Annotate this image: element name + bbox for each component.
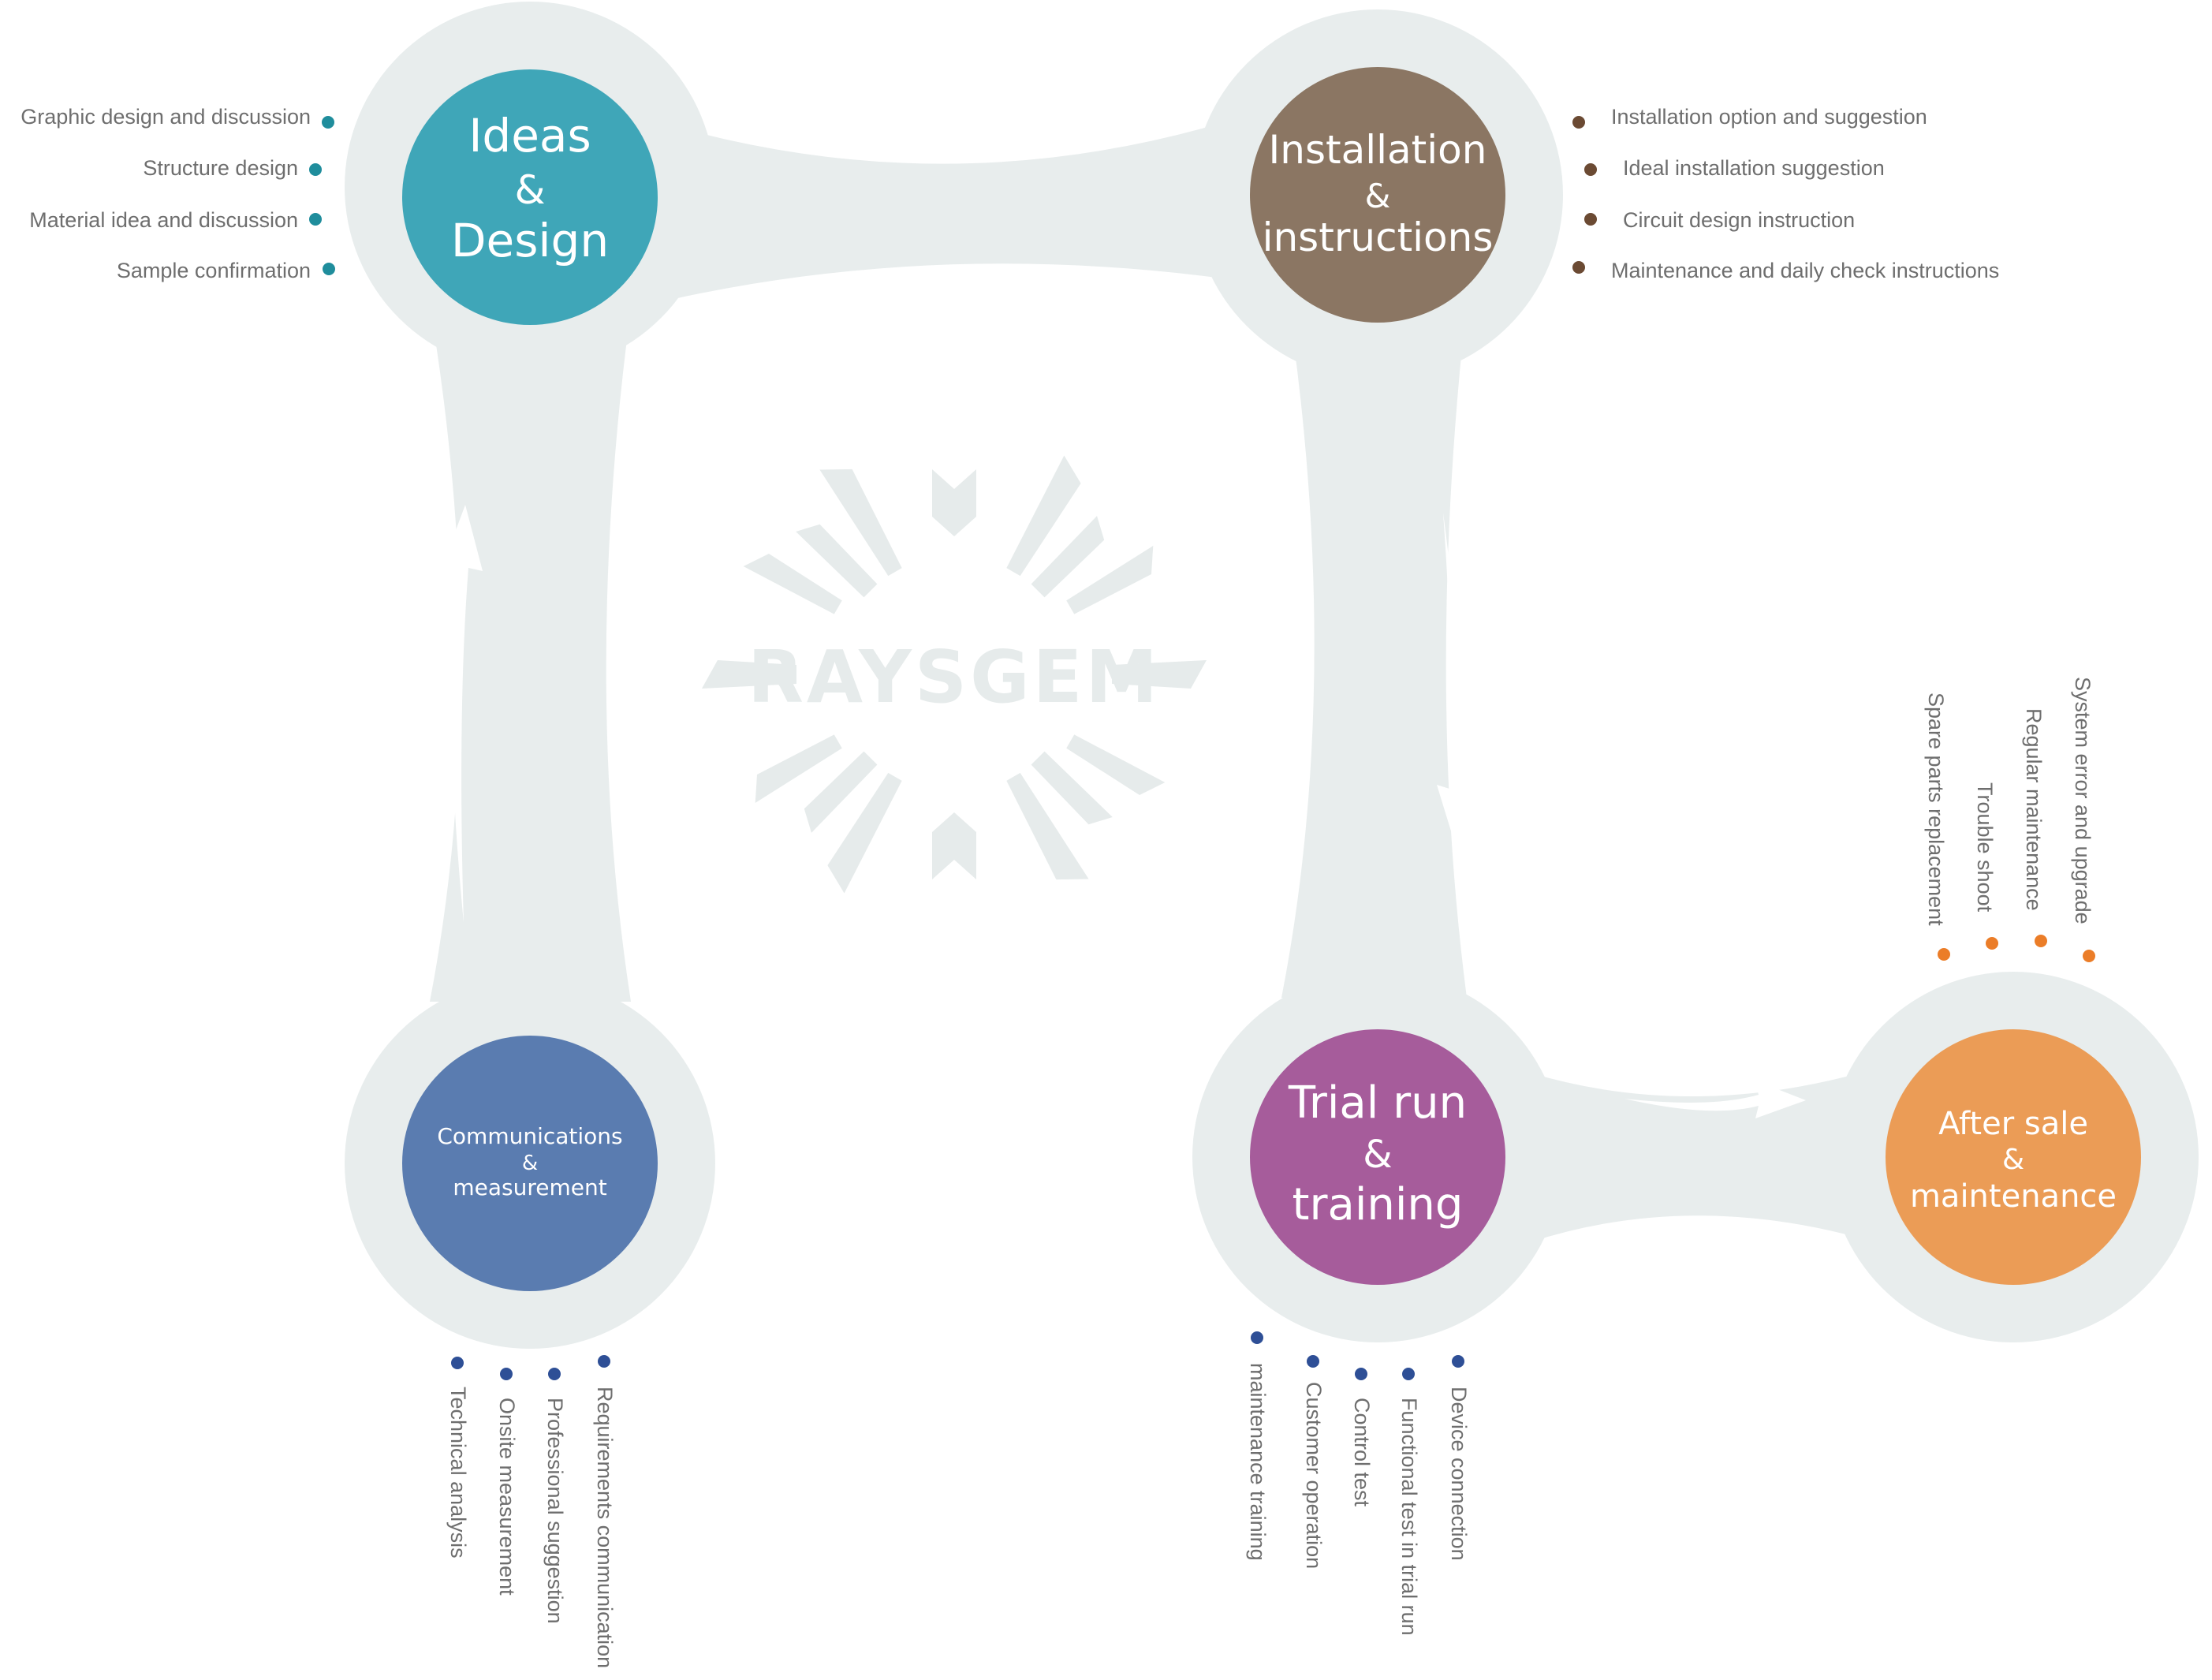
communications-bullet-3 [548, 1368, 561, 1380]
trial-item-1: maintenance training [1246, 1363, 1270, 1561]
aftersale-item-3: Regular maintenance [2022, 708, 2046, 911]
ideas-item-4: Sample confirmation [117, 259, 311, 282]
aftersale-bullet-3 [2035, 935, 2047, 947]
arrow-up-left [440, 505, 483, 923]
installation-item-4: Maintenance and daily check instructions [1611, 259, 1999, 282]
aftersale-title-line2: & [2002, 1144, 2024, 1176]
installation-item-1: Installation option and suggestion [1611, 105, 1927, 129]
communications-title-line3: measurement [453, 1174, 606, 1200]
installation-title-line3: instructions [1263, 215, 1494, 260]
arrow-right-top [812, 109, 1100, 150]
trial-item-3: Control test [1350, 1398, 1374, 1507]
stage-communications[interactable]: Communications & measurement [402, 1036, 658, 1291]
trial-item-5: Device connection [1447, 1387, 1471, 1561]
ideas-bullet-2 [309, 163, 322, 176]
aftersale-bullet-4 [2083, 950, 2095, 962]
communications-item-1: Technical analysis [446, 1387, 470, 1559]
ideas-title-line1: Ideas [468, 109, 591, 162]
aftersale-bullet-2 [1986, 937, 1998, 950]
installation-bullet-3 [1584, 213, 1597, 226]
logo-text: RAYSGEM [748, 635, 1161, 719]
installation-bullet-2 [1584, 163, 1597, 176]
trial-bullet-5 [1452, 1355, 1464, 1368]
logo-burst [702, 455, 1207, 894]
communications-item-3: Professional suggestion [543, 1398, 567, 1624]
aftersale-title-line1: After sale [1938, 1106, 2088, 1142]
communications-list: Technical analysis Onsite measurement Pr… [446, 1355, 617, 1668]
trial-bullet-1 [1251, 1331, 1263, 1344]
aftersale-item-1: Spare parts replacement [1924, 693, 1948, 926]
installation-bullet-4 [1572, 261, 1585, 274]
communications-item-4: Requirements communication [593, 1387, 617, 1668]
communications-item-2: Onsite measurement [495, 1398, 519, 1596]
installation-bullet-1 [1572, 116, 1585, 129]
trial-bullet-3 [1355, 1368, 1367, 1380]
communications-title-line2: & [522, 1152, 538, 1175]
installation-list: Installation option and suggestion Ideal… [1572, 105, 1999, 282]
connector-bottom-right [1530, 1073, 1861, 1242]
installation-item-3: Circuit design instruction [1623, 208, 1855, 232]
flow-arrows [440, 109, 1806, 1118]
ideas-bullet-4 [323, 263, 335, 275]
ideas-bullet-1 [322, 116, 334, 129]
ideas-bullet-3 [309, 213, 322, 226]
ideas-item-2: Structure design [143, 156, 298, 180]
aftersale-bullet-1 [1938, 948, 1950, 961]
installation-title-line2: & [1365, 177, 1391, 215]
ideas-list: Graphic design and discussion Structure … [21, 105, 335, 282]
trial-bullet-4 [1402, 1368, 1415, 1380]
aftersale-item-2: Trouble shoot [1973, 782, 1997, 913]
connector-left [430, 339, 631, 1002]
arrow-right-bottom [1624, 1081, 1806, 1118]
ideas-circle [402, 69, 658, 325]
stage-trial[interactable]: Trial run & training [1250, 1029, 1505, 1285]
communications-title-line1: Communications [437, 1123, 622, 1149]
installation-item-2: Ideal installation suggestion [1623, 156, 1885, 180]
trial-item-4: Functional test in trial run [1397, 1398, 1421, 1636]
communications-circle [402, 1036, 658, 1291]
aftersale-item-4: System error and upgrade [2071, 677, 2094, 924]
ideas-item-1: Graphic design and discussion [21, 105, 311, 129]
installation-circle [1250, 67, 1505, 323]
stage-aftersale[interactable]: After sale & maintenance [1886, 1029, 2141, 1285]
communications-bullet-4 [598, 1355, 610, 1368]
installation-title-line1: Installation [1269, 127, 1487, 173]
trial-circle [1250, 1029, 1505, 1285]
trial-item-2: Customer operation [1302, 1382, 1326, 1569]
ideas-title-line3: Design [451, 214, 609, 267]
ideas-title-line2: & [515, 167, 546, 213]
stage-ideas[interactable]: Ideas & Design [402, 69, 658, 325]
aftersale-circle [1886, 1029, 2141, 1285]
aftersale-list: Spare parts replacement Trouble shoot Re… [1924, 677, 2095, 962]
arrow-down-right [1437, 513, 1475, 844]
aftersale-title-line3: maintenance [1910, 1178, 2117, 1215]
connector-right [1281, 339, 1467, 998]
trial-title-line3: training [1293, 1179, 1464, 1230]
trial-bullet-2 [1307, 1355, 1319, 1368]
communications-bullet-1 [451, 1357, 464, 1369]
trial-title-line2: & [1363, 1133, 1392, 1177]
trial-list: maintenance training Customer operation … [1246, 1331, 1471, 1636]
ideas-item-3: Material idea and discussion [29, 208, 298, 232]
trial-title-line1: Trial run [1288, 1077, 1467, 1129]
communications-bullet-2 [500, 1368, 513, 1380]
stage-installation[interactable]: Installation & instructions [1250, 67, 1505, 323]
connector-top [647, 110, 1262, 300]
